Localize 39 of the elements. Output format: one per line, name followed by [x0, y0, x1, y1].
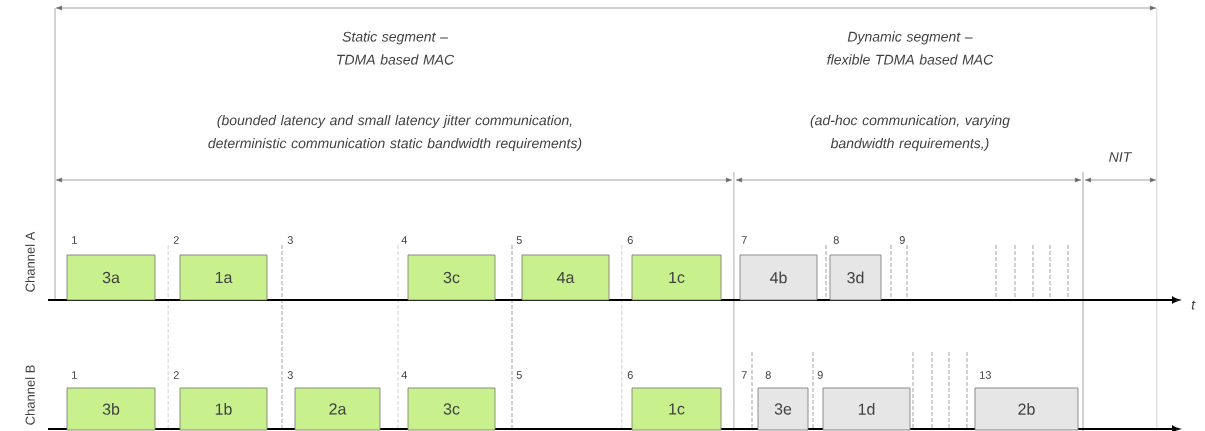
slot-box: 1a	[179, 254, 268, 301]
slot-number: 7	[741, 236, 747, 244]
slot-box: 4a	[521, 254, 610, 301]
axis-label: t	[1191, 300, 1196, 310]
channel-name: Channel B	[25, 365, 35, 425]
slot-box: 1c	[631, 254, 722, 301]
slot-box: 3c	[407, 387, 496, 431]
channel-name: Channel A	[25, 231, 35, 292]
slot-box: 3d	[829, 254, 882, 301]
slot-box: 1d	[822, 387, 911, 431]
segment-title: Dynamic segment – flexible TDMA based MAC	[827, 31, 994, 65]
slot-number: 8	[833, 236, 839, 244]
slot-box: 1c	[631, 387, 722, 431]
slot-box: 4b	[739, 254, 818, 301]
segment-description: (ad-hoc communication, varying bandwidth requirements,)	[810, 114, 1010, 151]
slot-number: 5	[516, 236, 522, 244]
slot-box: 2a	[294, 387, 381, 431]
slot-number: 2	[173, 236, 179, 244]
slot-box: 2b	[974, 387, 1079, 431]
slot-number: 6	[627, 236, 633, 244]
slot-box: 1b	[179, 387, 268, 431]
segment-description: (bounded latency and small latency jitter communication, deterministic communication static bandwidth requirements)	[208, 114, 582, 151]
slot-number: 1	[72, 236, 77, 244]
slot-number: 3	[287, 371, 293, 379]
slot-number: 7	[741, 371, 747, 379]
slot-number: 4	[401, 371, 407, 379]
segment-name: NIT	[1109, 152, 1133, 162]
slot-number: 4	[401, 236, 407, 244]
slot-number: 2	[173, 371, 179, 379]
slot-box: 3b	[66, 387, 156, 431]
slot-number: 3	[287, 236, 293, 244]
segment-title: Static segment – TDMA based MAC	[337, 31, 455, 65]
slot-number: 9	[899, 236, 905, 244]
slot-box: 3c	[407, 254, 496, 301]
slot-number: 9	[817, 371, 823, 379]
slot-number: 6	[627, 371, 633, 379]
slot-box: 3e	[757, 387, 809, 431]
slot-box: 3a	[66, 254, 156, 301]
slot-number: 5	[516, 371, 522, 379]
